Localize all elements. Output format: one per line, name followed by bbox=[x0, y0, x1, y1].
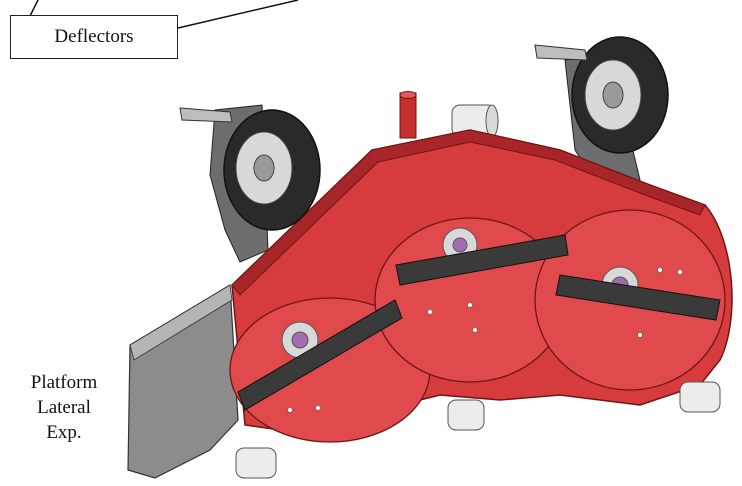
wheel-icon bbox=[534, 36, 669, 154]
wheel-icon bbox=[179, 107, 321, 231]
deflectors-callout: Deflectors bbox=[10, 15, 178, 59]
platform-lateral-exp-label: Platform Lateral Exp. bbox=[20, 370, 108, 445]
bolt-holes bbox=[287, 267, 683, 413]
support-post bbox=[399, 92, 417, 139]
callout-leader-line bbox=[177, 0, 299, 29]
side-label-line: Exp. bbox=[46, 422, 82, 443]
side-label-line: Platform bbox=[30, 372, 98, 393]
deck-rim bbox=[231, 129, 706, 296]
center-spindle-center bbox=[452, 237, 468, 253]
roller-icon bbox=[235, 381, 721, 479]
side-label-line: Lateral bbox=[37, 397, 91, 418]
deflector-chute-top bbox=[129, 284, 233, 361]
support-post-cap bbox=[399, 91, 417, 99]
left-spindle-center bbox=[291, 331, 309, 349]
blade-icon bbox=[237, 234, 721, 411]
callout-leader-line-2 bbox=[29, 0, 39, 17]
deflectors-label: Deflectors bbox=[54, 26, 134, 47]
